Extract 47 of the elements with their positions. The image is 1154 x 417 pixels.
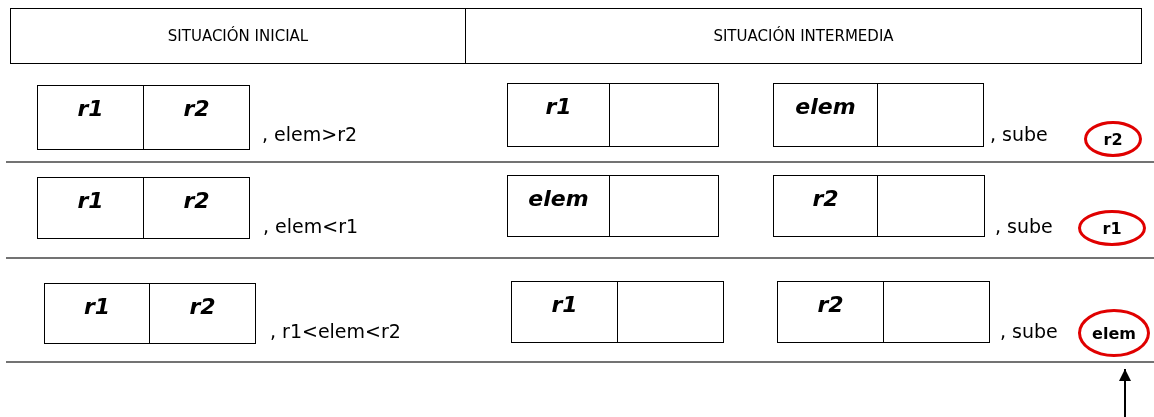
register-cell: [143, 177, 250, 239]
value-text: r1: [545, 94, 572, 119]
value-text: r2: [817, 292, 844, 317]
value-text: r2: [183, 96, 210, 121]
value-text: r1: [77, 188, 104, 213]
value-text: r1: [1102, 218, 1122, 238]
value-text: SITUACIÓN INTERMEDIA: [713, 27, 894, 45]
condition-text: , sube: [990, 123, 1048, 145]
register-cell: [37, 177, 144, 239]
register-cell: [149, 283, 256, 344]
register-cell: [143, 85, 250, 150]
value-text: r1: [551, 292, 578, 317]
highlight-ellipse: [1084, 121, 1142, 157]
value-text: SITUACIÓN INICIAL: [167, 27, 309, 45]
condition-text: , sube: [1000, 320, 1058, 342]
highlight-ellipse: [1078, 210, 1146, 246]
column-header: [10, 8, 466, 64]
value-text: elem: [795, 94, 856, 119]
register-cell: [883, 281, 990, 343]
value-text: r1: [83, 294, 111, 319]
register-cell: [777, 281, 884, 343]
register-cell: [507, 175, 610, 237]
column-header: [465, 8, 1142, 64]
arrow: [1119, 368, 1131, 417]
condition-text: , sube: [995, 215, 1053, 237]
condition-text: , elem>r2: [262, 123, 358, 145]
register-cell: [511, 281, 618, 343]
value-text: r2: [189, 294, 216, 319]
value-text: r2: [812, 186, 839, 211]
highlight-ellipse: [1078, 309, 1150, 357]
condition-text: , elem<r1: [263, 215, 359, 237]
register-cell: [877, 175, 985, 237]
register-cell: [44, 283, 150, 344]
register-cell: [37, 85, 144, 150]
condition-text: , r1<elem<r2: [270, 320, 401, 342]
register-cell: [609, 175, 719, 237]
register-cell: [773, 175, 878, 237]
value-text: r1: [77, 96, 104, 121]
value-text: r2: [183, 188, 210, 213]
register-cell: [773, 83, 878, 147]
register-cell: [507, 83, 610, 147]
register-cell: [877, 83, 984, 147]
value-text: r2: [1103, 129, 1123, 149]
register-cell: [609, 83, 719, 147]
value-text: elem: [1092, 323, 1136, 343]
value-text: elem: [528, 186, 589, 211]
register-cell: [617, 281, 724, 343]
